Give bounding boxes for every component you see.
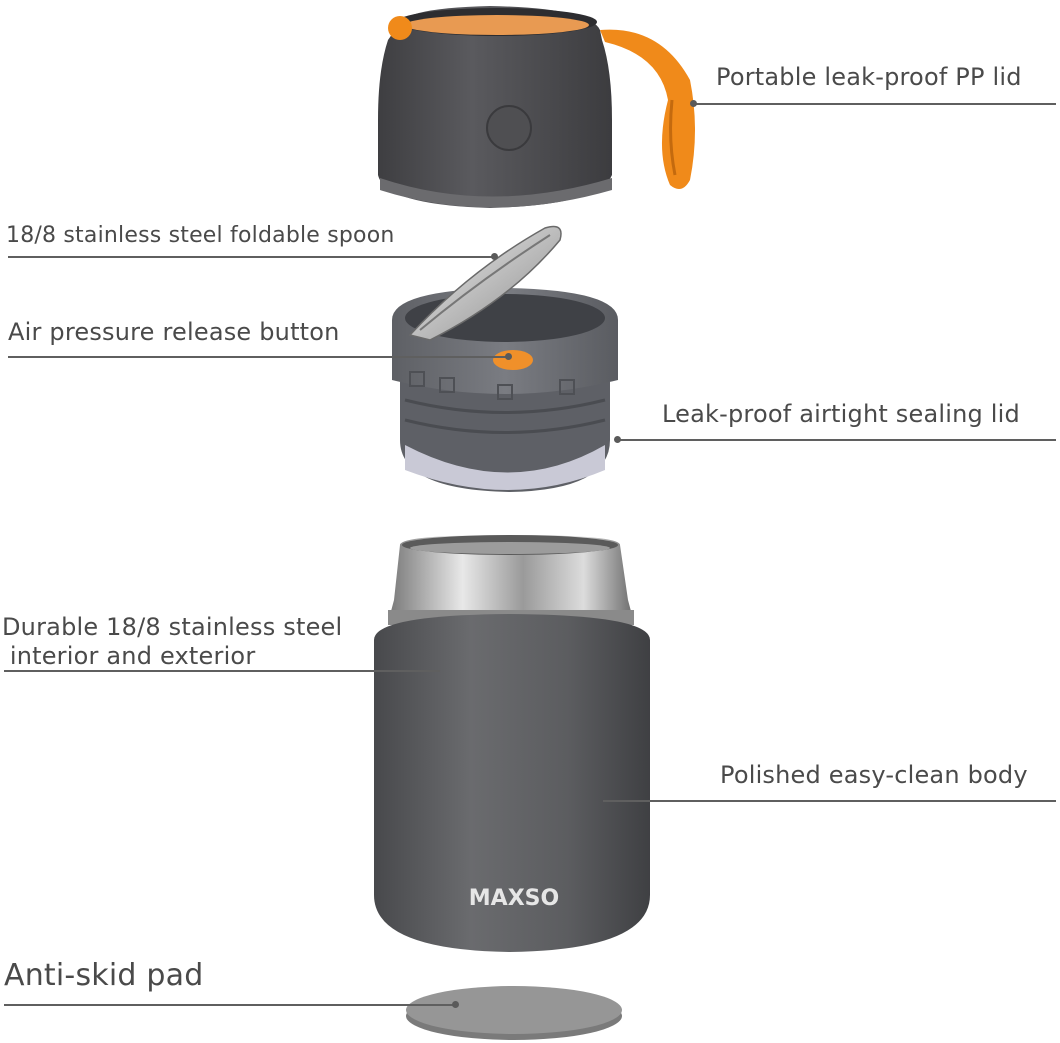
leader-line-outer-lid bbox=[694, 103, 1056, 105]
callout-steel-line1: Durable 18/8 stainless steel bbox=[2, 613, 343, 641]
leader-line-body bbox=[603, 800, 1056, 802]
leader-line-pad bbox=[4, 1004, 456, 1006]
leader-line-steel bbox=[4, 670, 440, 672]
jar-body-illustration: MAXSO bbox=[374, 535, 650, 952]
anchor-dot-sealing-lid bbox=[614, 436, 621, 443]
anchor-dot-pressure-button bbox=[505, 353, 512, 360]
callout-spoon: 18/8 stainless steel foldable spoon bbox=[6, 223, 395, 248]
leader-line-sealing-lid bbox=[618, 439, 1056, 441]
callout-outer-lid: Portable leak-proof PP lid bbox=[716, 63, 1022, 91]
sealing-lid-illustration bbox=[392, 225, 618, 492]
callout-pressure-button: Air pressure release button bbox=[8, 318, 340, 346]
anchor-dot-spoon bbox=[491, 253, 498, 260]
anchor-dot-outer-lid bbox=[690, 100, 697, 107]
outer-lid-illustration bbox=[378, 6, 695, 208]
callout-steel-line2: interior and exterior bbox=[2, 642, 256, 670]
leader-line-spoon bbox=[8, 256, 496, 258]
anti-skid-pad-illustration bbox=[406, 986, 622, 1040]
brand-logo: MAXSO bbox=[469, 886, 559, 911]
callout-body: Polished easy-clean body bbox=[720, 761, 1028, 789]
callout-sealing-lid: Leak-proof airtight sealing lid bbox=[662, 400, 1020, 428]
callout-pad: Anti-skid pad bbox=[4, 958, 204, 993]
leader-line-pressure-button bbox=[8, 356, 508, 358]
anchor-dot-pad bbox=[452, 1001, 459, 1008]
